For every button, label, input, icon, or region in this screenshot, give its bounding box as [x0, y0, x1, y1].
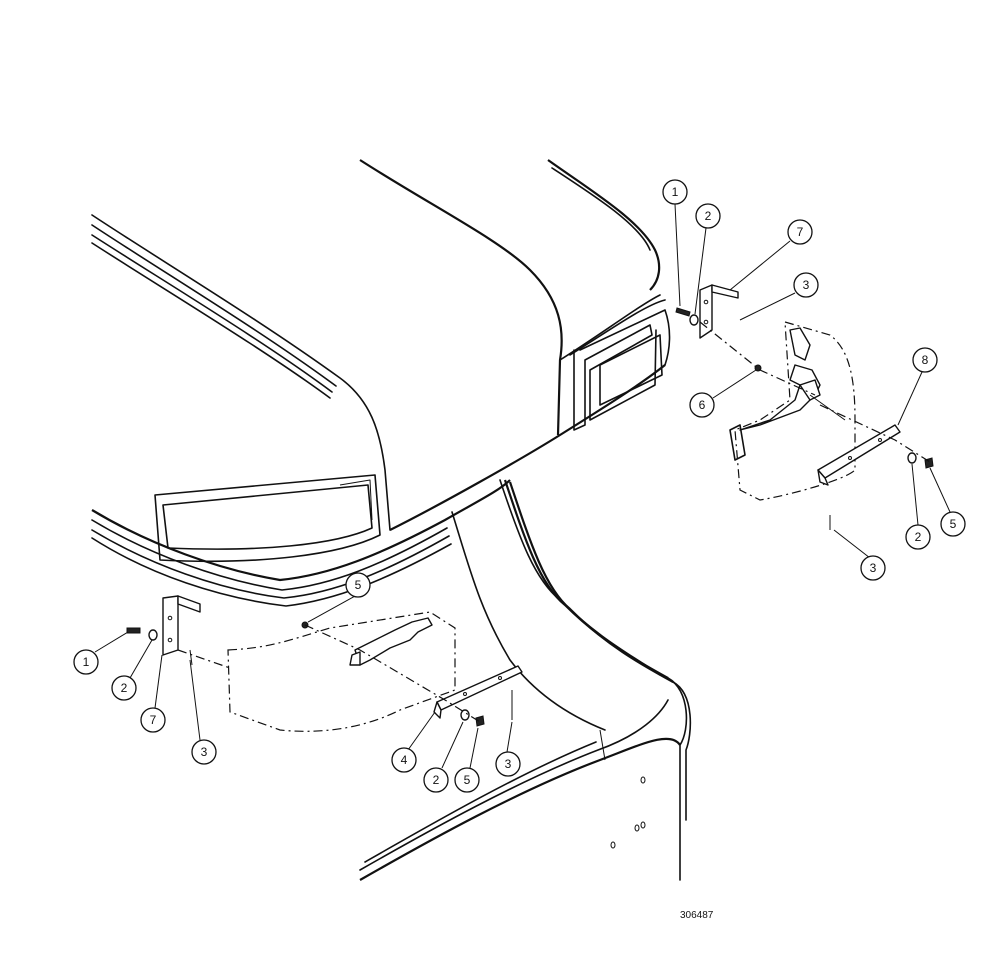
callout-1: 1 [662, 179, 688, 205]
callout-5-top-left: 5 [345, 572, 371, 598]
svg-text:4: 4 [401, 753, 408, 767]
svg-text:7: 7 [150, 713, 157, 727]
callout-3-left: 3 [191, 739, 217, 765]
svg-text:2: 2 [705, 209, 712, 223]
svg-text:2: 2 [121, 681, 128, 695]
svg-text:1: 1 [672, 185, 679, 199]
callout-7: 7 [787, 219, 813, 245]
svg-text:1: 1 [83, 655, 90, 669]
callout-8: 8 [912, 347, 938, 373]
callout-2-bottom: 2 [423, 767, 449, 793]
svg-text:3: 3 [870, 561, 877, 575]
svg-text:5: 5 [355, 578, 362, 592]
callout-3-bottom: 3 [495, 751, 521, 777]
callout-2-left: 2 [111, 675, 137, 701]
callout-leaders [94, 203, 951, 769]
callout-3-right: 3 [860, 555, 886, 581]
callout-2: 2 [695, 203, 721, 229]
callout-1-left: 1 [73, 649, 99, 675]
svg-text:2: 2 [915, 530, 922, 544]
callout-5-right: 5 [940, 511, 966, 537]
svg-text:7: 7 [797, 225, 804, 239]
svg-text:6: 6 [699, 398, 706, 412]
callout-3: 3 [793, 272, 819, 298]
callout-4: 4 [391, 747, 417, 773]
right-lamp-assembly [675, 284, 934, 530]
callout-5-bottom: 5 [454, 767, 480, 793]
callout-2-right: 2 [905, 524, 931, 550]
callout-6: 6 [689, 392, 715, 418]
svg-text:3: 3 [505, 757, 512, 771]
svg-text:3: 3 [803, 278, 810, 292]
callouts: 1 2 7 3 6 8 2 5 3 5 1 2 7 3 4 2 5 3 [73, 179, 966, 793]
cab-roof [91, 159, 671, 607]
svg-text:2: 2 [433, 773, 440, 787]
left-lamp-assembly [126, 595, 523, 732]
callout-7-left: 7 [140, 707, 166, 733]
svg-text:8: 8 [922, 353, 929, 367]
cab-body [359, 479, 692, 881]
figure-number: 306487 [680, 910, 714, 921]
svg-text:5: 5 [464, 773, 471, 787]
svg-text:3: 3 [201, 745, 208, 759]
svg-text:5: 5 [950, 517, 957, 531]
